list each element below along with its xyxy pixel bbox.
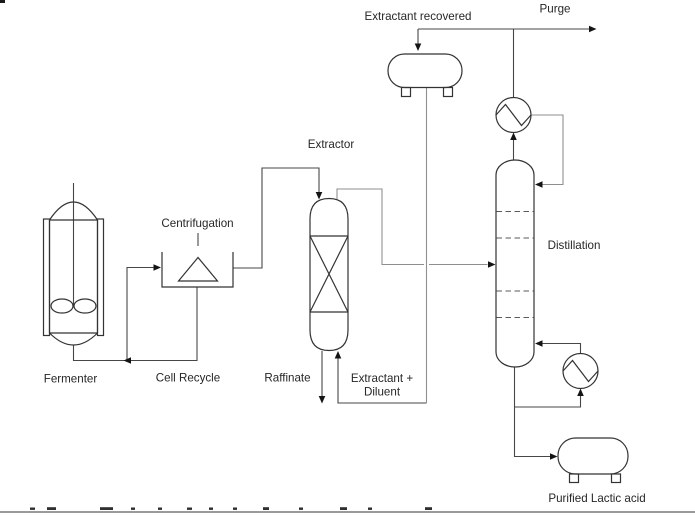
product-drum-foot-right: [610, 473, 622, 484]
condenser-zigzag: [495, 103, 532, 127]
extractor-shell: [309, 197, 349, 352]
extract-overhead-line: [336, 188, 424, 266]
extractant-drum-shell: [387, 53, 463, 89]
centrifuge-basin: [161, 252, 234, 288]
fermenter-jacket-left: [42, 218, 51, 337]
fermenter-impeller-right: [73, 298, 97, 314]
labels: Extractant recovered Purge Extractor Cen…: [44, 3, 646, 506]
extractant-recovered-label: Extractant recovered: [365, 10, 472, 23]
condenser-reflux-loop-line: [531, 114, 564, 186]
extractor-label: Extractor: [308, 138, 355, 151]
arrow-into-extractant-drum: [414, 43, 422, 51]
arrowheads: [123, 25, 597, 460]
centrifuge-to-extractor-line: [233, 167, 320, 269]
bottoms-to-reboiler-line: [514, 392, 582, 408]
extractant-diluent-label-line1: Extractant +: [351, 372, 413, 385]
extractant-drum-foot-left: [400, 86, 412, 98]
equipment-shapes: [42, 53, 629, 484]
reboiler-zigzag: [562, 359, 599, 383]
arrow-reflux-into-column: [535, 181, 543, 188]
fermenter-outlet-and-recycle-line: [72, 287, 198, 362]
raffinate-label: Raffinate: [264, 372, 310, 385]
cropped-caption-fragments: [30, 507, 432, 510]
broth-to-centrifuge-line: [126, 266, 156, 361]
arrow-into-extractor-bottom: [334, 351, 342, 359]
arrow-into-centrifuge: [153, 264, 161, 271]
product-drum-foot-left: [568, 473, 580, 484]
product-drum-shell: [557, 437, 629, 475]
centrifugation-label: Centrifugation: [161, 217, 233, 230]
corner-fragment: [0, 0, 5, 3]
purified-lactic-acid-label: Purified Lactic acid: [548, 492, 645, 505]
arrow-into-product-drum: [550, 453, 558, 460]
arrow-into-condenser: [510, 132, 517, 140]
arrow-into-extractor-top: [315, 192, 323, 200]
extractor-packing: [309, 235, 349, 313]
centrifuge-cone: [177, 256, 219, 282]
cell-recycle-label: Cell Recycle: [156, 372, 220, 385]
fermenter-label: Fermenter: [44, 373, 98, 386]
extractant-drum-foot-right: [442, 86, 454, 98]
fermenter-vessel: [48, 201, 99, 346]
fermenter-jacket-right: [96, 218, 105, 337]
column-bottoms-product-line: [513, 367, 554, 458]
extractant-diluent-label-line2: Diluent: [364, 386, 401, 399]
fermenter-impeller-left: [50, 298, 74, 314]
arrow-cell-recycle: [123, 357, 131, 364]
arrow-into-reboiler: [577, 388, 584, 396]
distillation-label: Distillation: [548, 239, 601, 252]
light-stream-lines: [336, 88, 564, 403]
arrow-column-feed: [488, 261, 496, 268]
column-tray-dashes: [496, 210, 534, 319]
reboiler-return-line: [539, 342, 582, 354]
arrow-raffinate: [318, 396, 326, 404]
stream-lines: [72, 28, 592, 458]
extractant-feed-line: [337, 355, 427, 404]
distillation-column-shell: [495, 159, 535, 368]
arrow-purge: [589, 25, 597, 33]
purge-label: Purge: [540, 3, 571, 16]
arrow-reboiler-return: [535, 340, 543, 347]
